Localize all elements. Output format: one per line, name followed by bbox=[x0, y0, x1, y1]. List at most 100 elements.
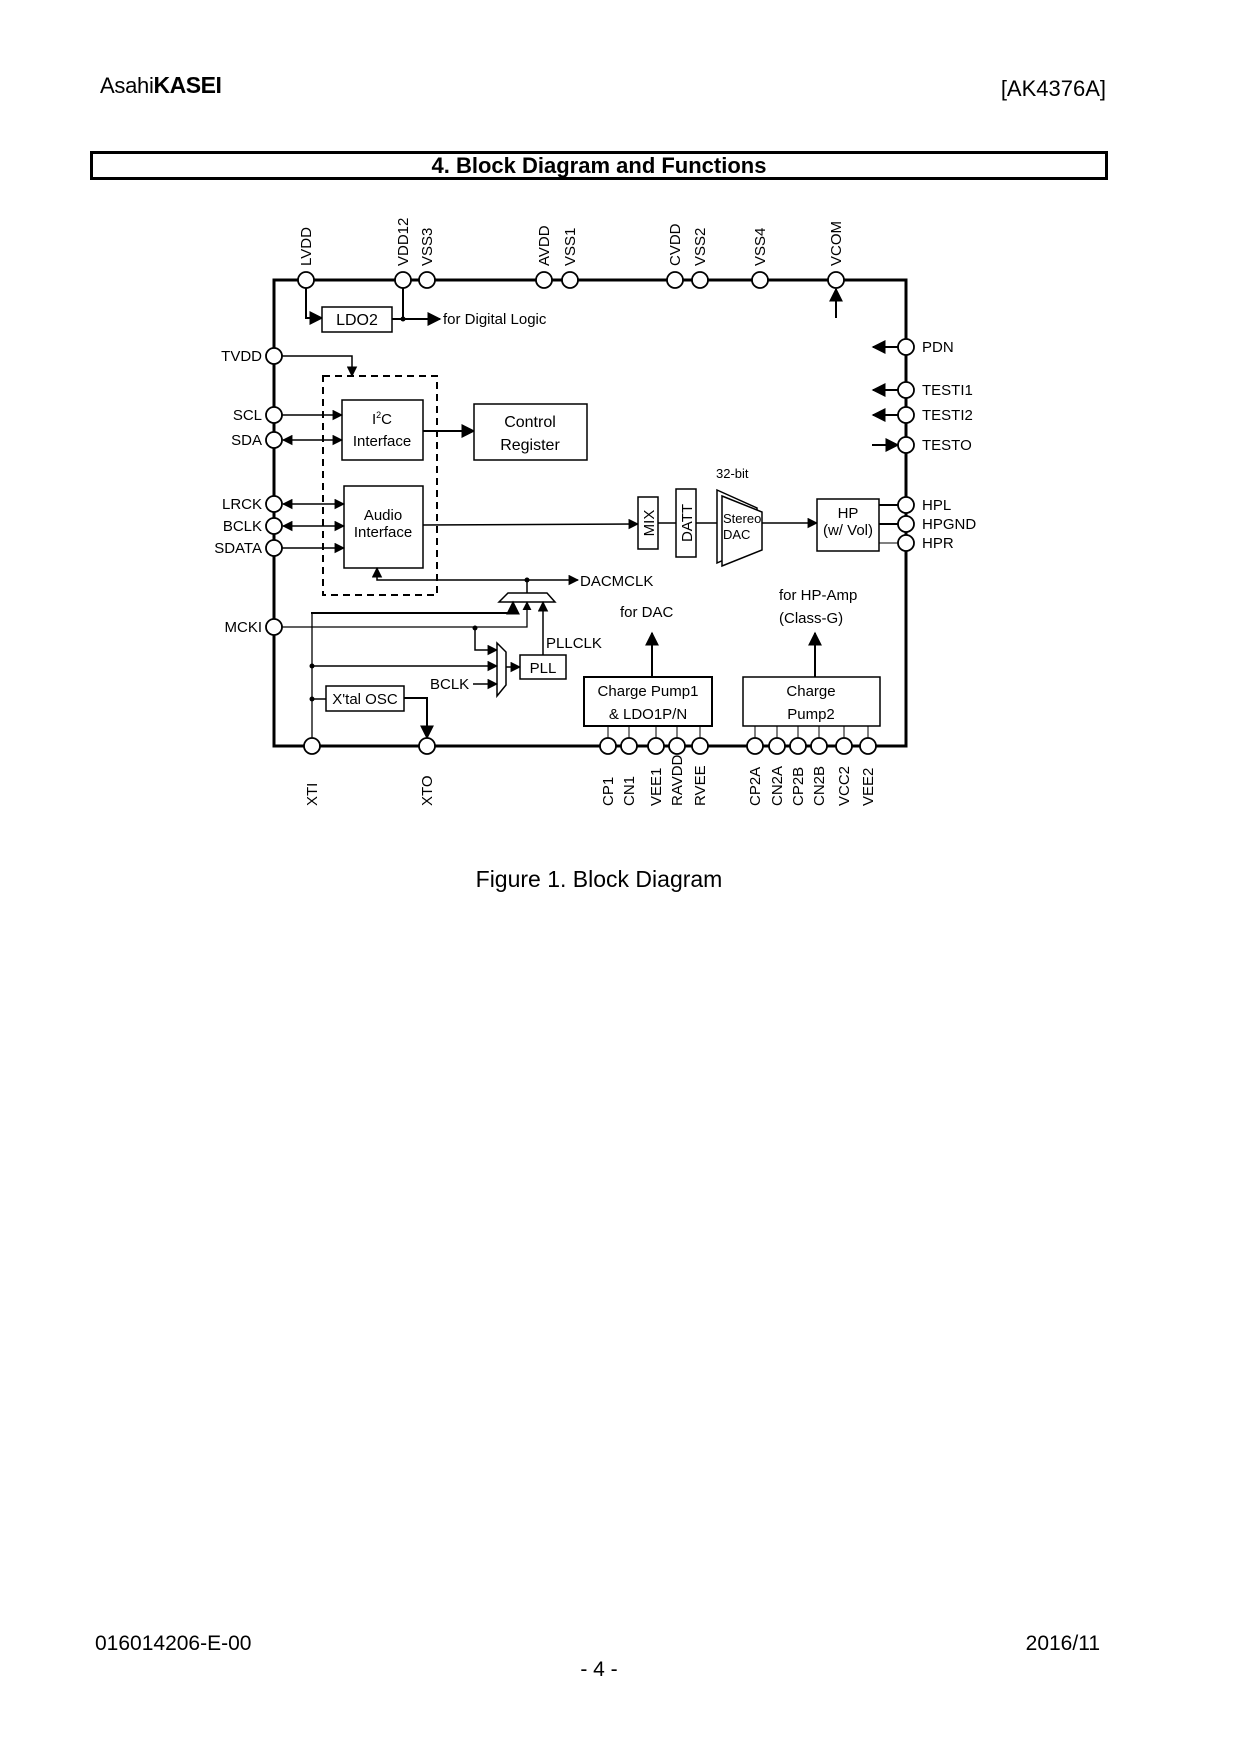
interface-region bbox=[322, 375, 438, 596]
pin-label: CN2A bbox=[769, 766, 786, 806]
pin-scl: SCL bbox=[233, 406, 283, 424]
pllclk-label: PLLCLK bbox=[546, 635, 602, 652]
bit-depth-label: 32-bit bbox=[716, 466, 749, 481]
stereo-dac-block bbox=[721, 494, 763, 568]
charge-pump1-line2: & LDO1P/N bbox=[609, 706, 687, 723]
pin-circle bbox=[666, 271, 684, 289]
pin-rvee: RVEE bbox=[691, 737, 709, 806]
pin-cn2a: CN2A bbox=[768, 737, 786, 806]
pin-circle bbox=[897, 406, 915, 424]
pin-vee2: VEE2 bbox=[859, 737, 877, 806]
clock-mux-top bbox=[497, 592, 557, 603]
pin-circle bbox=[768, 737, 786, 755]
pin-testo: TESTO bbox=[897, 436, 972, 454]
pin-circle bbox=[859, 737, 877, 755]
pin-label: VSS3 bbox=[419, 228, 436, 266]
for-hp-amp-line1: for HP-Amp bbox=[779, 587, 857, 604]
xtal-osc-label: X'tal OSC bbox=[332, 691, 398, 708]
pin-ravdd: RAVDD bbox=[668, 737, 686, 806]
dacmclk-label: DACMCLK bbox=[580, 573, 653, 590]
pin-lvdd: LVDD bbox=[297, 227, 315, 289]
pin-cp2a: CP2A bbox=[746, 737, 764, 806]
pin-label: TESTO bbox=[922, 437, 972, 454]
figure-caption: Figure 1. Block Diagram bbox=[475, 866, 723, 892]
stereo-dac-line1: Stereo bbox=[723, 511, 761, 526]
pin-label: VCOM bbox=[828, 221, 845, 266]
for-hp-amp-line2: (Class-G) bbox=[779, 610, 843, 627]
audio-interface-line1: Audio bbox=[364, 507, 402, 524]
charge-pump1-block bbox=[583, 676, 713, 727]
pin-vdd12: VDD12 bbox=[394, 218, 412, 289]
pin-circle bbox=[265, 347, 283, 365]
pin-circle bbox=[647, 737, 665, 755]
pin-label: VEE1 bbox=[648, 768, 665, 806]
pll-block bbox=[519, 654, 567, 680]
section-title-box: 4. Block Diagram and Functions bbox=[90, 151, 1108, 180]
pin-label: CP2A bbox=[747, 767, 764, 806]
pin-circle bbox=[897, 496, 915, 514]
pin-label: SCL bbox=[233, 407, 262, 424]
pin-label: CP2B bbox=[790, 767, 807, 806]
pin-circle bbox=[535, 271, 553, 289]
pin-vss2: VSS2 bbox=[691, 228, 709, 289]
pin-label: HPR bbox=[922, 535, 954, 552]
pin-circle bbox=[265, 406, 283, 424]
asahi-kasei-logo: AsahiKASEI bbox=[100, 72, 222, 99]
mix-label: MIX bbox=[641, 510, 658, 537]
pin-testi2: TESTI2 bbox=[897, 406, 973, 424]
pin-avdd: AVDD bbox=[535, 225, 553, 289]
pin-circle bbox=[418, 271, 436, 289]
pin-label: VSS1 bbox=[562, 228, 579, 266]
footer-date: 2016/11 bbox=[1025, 1632, 1100, 1655]
pin-vss4: VSS4 bbox=[751, 228, 769, 289]
pin-vcc2: VCC2 bbox=[835, 737, 853, 806]
footer-page-number: - 4 - bbox=[580, 1658, 618, 1681]
ldo2-label: LDO2 bbox=[336, 312, 378, 329]
pin-circle bbox=[265, 517, 283, 535]
pin-label: LRCK bbox=[222, 496, 262, 513]
charge-pump2-line2: Pump2 bbox=[787, 706, 835, 723]
pin-bclk: BCLK bbox=[223, 517, 283, 535]
for-dac-label: for DAC bbox=[620, 604, 674, 621]
pin-circle bbox=[303, 737, 321, 755]
pin-label: CP1 bbox=[600, 777, 617, 806]
pin-cp1: CP1 bbox=[599, 737, 617, 806]
pin-circle bbox=[265, 618, 283, 636]
pin-label: VDD12 bbox=[395, 218, 412, 266]
pin-circle bbox=[897, 534, 915, 552]
pin-pdn: PDN bbox=[897, 338, 954, 356]
hp-amp-line2: (w/ Vol) bbox=[823, 522, 873, 539]
pin-cvdd: CVDD bbox=[666, 223, 684, 289]
charge-pump1-line1: Charge Pump1 bbox=[598, 683, 699, 700]
pin-label: TVDD bbox=[221, 348, 262, 365]
charge-pump2-block bbox=[742, 676, 881, 727]
pin-circle bbox=[418, 737, 436, 755]
pin-xti: XTI bbox=[303, 737, 321, 806]
pin-label: BCLK bbox=[223, 518, 262, 535]
pin-sdata: SDATA bbox=[214, 539, 283, 557]
pin-circle bbox=[897, 515, 915, 533]
control-register-line1: Control bbox=[504, 414, 556, 431]
pin-label: MCKI bbox=[225, 619, 263, 636]
i2c-interface-block bbox=[341, 399, 424, 461]
ldo2-block bbox=[321, 306, 393, 333]
charge-pump2-line1: Charge bbox=[786, 683, 835, 700]
logo-prefix: Asahi bbox=[100, 73, 154, 98]
pin-circle bbox=[751, 271, 769, 289]
pin-xto: XTO bbox=[418, 737, 436, 806]
pin-tvdd: TVDD bbox=[221, 347, 283, 365]
pin-circle bbox=[691, 271, 709, 289]
pin-circle bbox=[620, 737, 638, 755]
control-register-line2: Register bbox=[500, 437, 560, 454]
pin-label: VSS4 bbox=[752, 228, 769, 266]
pin-label: VEE2 bbox=[860, 768, 877, 806]
pin-mcki: MCKI bbox=[225, 618, 283, 636]
pin-cn2b: CN2B bbox=[810, 737, 828, 806]
pin-label: SDA bbox=[231, 432, 262, 449]
pin-label: XTO bbox=[419, 775, 436, 806]
pin-label: SDATA bbox=[214, 540, 262, 557]
pin-circle bbox=[265, 539, 283, 557]
pin-hpl: HPL bbox=[897, 496, 951, 514]
datt-label: DATT bbox=[679, 504, 696, 542]
pin-vss1: VSS1 bbox=[561, 228, 579, 289]
